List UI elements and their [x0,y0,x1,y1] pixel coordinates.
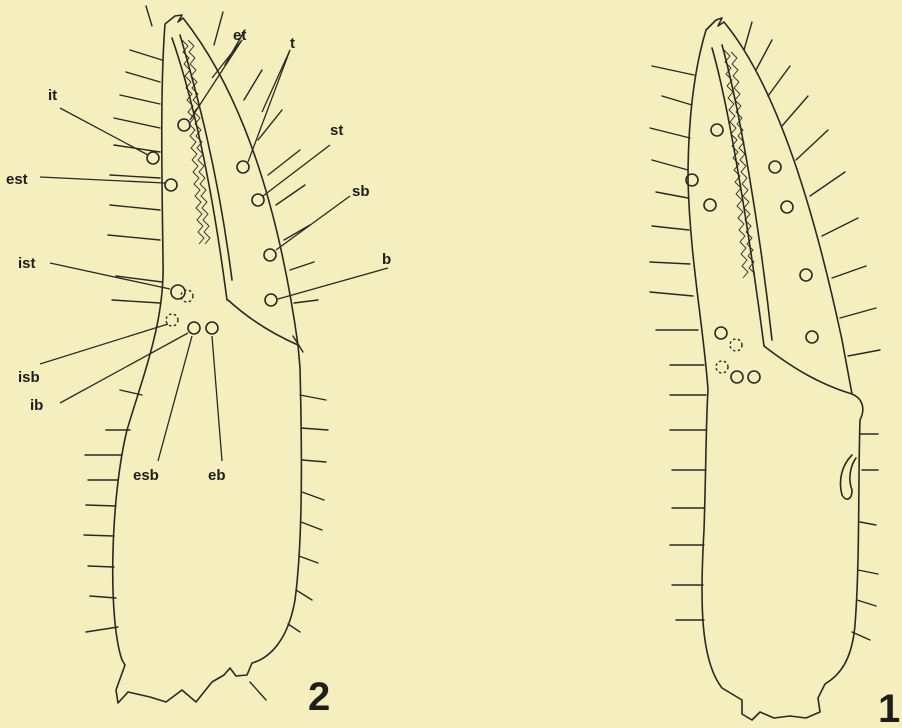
figure-1-serrated-edge-b [731,52,755,274]
label-ib: ib [30,397,43,414]
figure-2-finger-base [228,300,298,345]
pit-esb [188,322,200,334]
pit-ist [171,285,185,299]
pit-sb [264,249,276,261]
pit-b [265,294,277,306]
pit-it [147,152,159,164]
label-isb: isb [18,369,40,386]
figure-2-number: 2 [308,675,330,719]
pit-et [178,119,190,131]
figure-1-trichobothria [686,124,818,383]
figure-1-lateral-knob [840,455,856,499]
pit-eb [206,322,218,334]
fig1-pit-4 [704,199,716,211]
figure-1-outline [688,18,863,720]
fig1-pit-10 [716,361,728,373]
fig1-pit-1 [711,124,723,136]
figure-1-movable-finger [712,48,764,346]
fig1-pit-5 [781,201,793,213]
figure-2-labels: et t it st est sb b ist isb ib esb eb [6,27,391,484]
label-b: b [382,251,391,268]
fig1-pit-6 [800,269,812,281]
figure-1-finger-base [764,346,852,394]
figure-1-chela: 1 [650,18,900,728]
figure-2-movable-finger [172,38,227,300]
figure-2-setae-left [84,6,162,632]
pit-t [237,161,249,173]
pit-est [165,179,177,191]
label-st: st [330,122,343,139]
label-eb: eb [208,467,226,484]
label-est: est [6,171,28,188]
figure-2-trichobothria [147,119,277,334]
fig1-pit-11 [731,371,743,383]
fig1-pit-7 [806,331,818,343]
figure-2-chela: et t it st est sb b ist isb ib esb eb 2 [6,6,391,719]
figure-2-setae-right [214,12,328,700]
label-sb: sb [352,183,370,200]
label-ist: ist [18,255,36,272]
fig1-pit-8 [715,327,727,339]
pit-st [252,194,264,206]
figure-2-serrated-edge-b [188,40,210,244]
label-et: et [233,27,246,44]
label-esb: esb [133,467,159,484]
label-t: t [290,35,295,52]
figure-1-setae-left [650,66,706,620]
figure-2-leaders [40,40,388,461]
figure-1-number: 1 [878,687,900,728]
fig1-pit-12 [748,371,760,383]
fig1-pit-2 [769,161,781,173]
fig1-pit-9 [730,339,742,351]
label-it: it [48,87,57,104]
